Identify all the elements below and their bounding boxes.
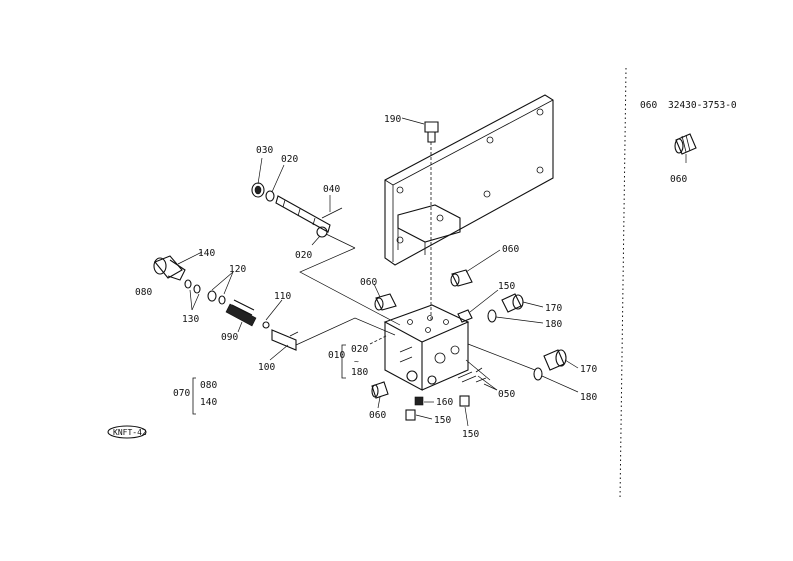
callout-150-left: 150 bbox=[434, 415, 451, 426]
callout-080: 080 bbox=[135, 287, 152, 298]
callout-150-top: 150 bbox=[498, 281, 515, 292]
sidebar-fitting-icon bbox=[674, 133, 697, 155]
callout-160: 160 bbox=[436, 397, 453, 408]
sidebar-ref-code: 060 bbox=[640, 100, 657, 111]
sidebar-item-label: 060 bbox=[670, 174, 687, 185]
callout-020-group: 020 bbox=[351, 344, 368, 355]
callout-030: 030 bbox=[256, 145, 273, 156]
callout-100: 100 bbox=[258, 362, 275, 373]
group-070-item-080: 080 bbox=[200, 380, 217, 391]
mounting-plate bbox=[384, 94, 554, 266]
callout-090: 090 bbox=[221, 332, 238, 343]
fitting-060-mid bbox=[374, 293, 397, 311]
fitting-060-upper bbox=[450, 269, 473, 287]
callout-060-mid: 060 bbox=[360, 277, 377, 288]
catalog-stamp: KNFT-42 bbox=[107, 425, 147, 439]
fitting-170-lower bbox=[533, 349, 567, 381]
callout-180-upper: 180 bbox=[545, 319, 562, 330]
fitting-060-lower bbox=[371, 381, 389, 399]
bolt-190 bbox=[424, 121, 439, 320]
valve-body bbox=[383, 304, 536, 391]
callout-020-top: 020 bbox=[281, 154, 298, 165]
callout-170-upper: 170 bbox=[545, 303, 562, 314]
callout-150-right: 150 bbox=[462, 429, 479, 440]
callout-020-lower: 020 bbox=[295, 250, 312, 261]
plug-150-right bbox=[459, 395, 470, 407]
callout-050: 050 bbox=[498, 389, 515, 400]
plug-160 bbox=[414, 396, 424, 406]
callout-180-group: 180 bbox=[351, 367, 368, 378]
callout-010: 010 bbox=[328, 350, 345, 361]
divider-line bbox=[619, 67, 627, 501]
plug-150-left bbox=[405, 409, 416, 421]
callout-140: 140 bbox=[198, 248, 215, 259]
sidebar-part-number: 32430-3753-0 bbox=[668, 100, 737, 111]
group-070-label: 070 bbox=[173, 388, 190, 399]
stamp-text: KNFT-42 bbox=[113, 428, 147, 437]
callout-110: 110 bbox=[274, 291, 291, 302]
relief-assembly bbox=[153, 255, 396, 351]
callout-120: 120 bbox=[229, 264, 246, 275]
callout-180-lower: 180 bbox=[580, 392, 597, 403]
callout-040: 040 bbox=[323, 184, 340, 195]
fitting-150-top bbox=[457, 309, 473, 323]
callout-060-lower: 060 bbox=[369, 410, 386, 421]
pins-050 bbox=[457, 367, 487, 383]
callout-130: 130 bbox=[182, 314, 199, 325]
callout-170-lower: 170 bbox=[580, 364, 597, 375]
callout-060-upper: 060 bbox=[502, 244, 519, 255]
spool-assembly bbox=[251, 182, 401, 326]
group-070-item-140: 140 bbox=[200, 397, 217, 408]
group-010-tilde: ~ bbox=[354, 357, 359, 366]
fitting-170-upper bbox=[487, 293, 524, 323]
callout-190: 190 bbox=[384, 114, 401, 125]
